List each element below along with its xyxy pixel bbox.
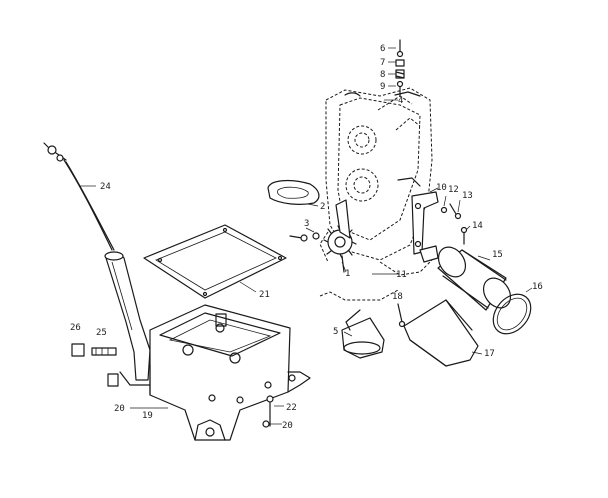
- callout-10: 10: [436, 183, 447, 193]
- callout-3: 3: [304, 219, 309, 229]
- callout-12: 12: [448, 185, 459, 195]
- callout-15: 15: [492, 250, 503, 260]
- callout-1: 1: [345, 269, 350, 279]
- filter-bracket: [411, 187, 439, 263]
- callout-2: 2: [320, 202, 325, 212]
- callout-labels: 1 2 3 4 5 6 7 8 9 10 11 12 13 14 15 16 1…: [70, 44, 543, 431]
- callout-18: 18: [392, 292, 403, 302]
- callout-8: 8: [380, 70, 385, 80]
- pump-gasket: [267, 179, 320, 207]
- callout-21: 21: [259, 290, 270, 300]
- callout-26: 26: [70, 323, 81, 333]
- callout-20a: 20: [114, 404, 125, 414]
- oil-filter-plug-parts: [71, 343, 117, 357]
- callout-20b: 20: [282, 421, 293, 431]
- callout-5: 5: [333, 327, 338, 337]
- callout-16: 16: [532, 282, 543, 292]
- callout-14: 14: [472, 221, 483, 231]
- callout-13: 13: [462, 191, 473, 201]
- callout-19: 19: [142, 411, 153, 421]
- oil-pickup: [341, 309, 385, 359]
- callout-4: 4: [398, 96, 403, 106]
- oil-pump: [323, 199, 357, 273]
- oil-pan: [107, 304, 311, 441]
- bracket-screws: [440, 195, 471, 245]
- timing-case: [319, 87, 433, 301]
- callout-24: 24: [100, 182, 111, 192]
- dipstick-tube: [104, 251, 151, 381]
- callout-11: 11: [396, 270, 407, 280]
- callout-17: 17: [484, 349, 495, 359]
- pan-bolt: [262, 395, 284, 428]
- callout-25: 25: [96, 328, 107, 338]
- callout-9: 9: [380, 82, 385, 92]
- pump-screws: [289, 227, 320, 242]
- deflector-screw: [397, 303, 406, 328]
- relief-valve-stack: [388, 39, 405, 97]
- callout-6: 6: [380, 44, 385, 54]
- pan-gasket: [143, 224, 287, 299]
- filter-seal-ring: [492, 287, 533, 335]
- oil-deflector: [403, 299, 483, 367]
- callout-7: 7: [380, 58, 385, 68]
- callout-22: 22: [286, 403, 297, 413]
- dipstick: [43, 142, 115, 251]
